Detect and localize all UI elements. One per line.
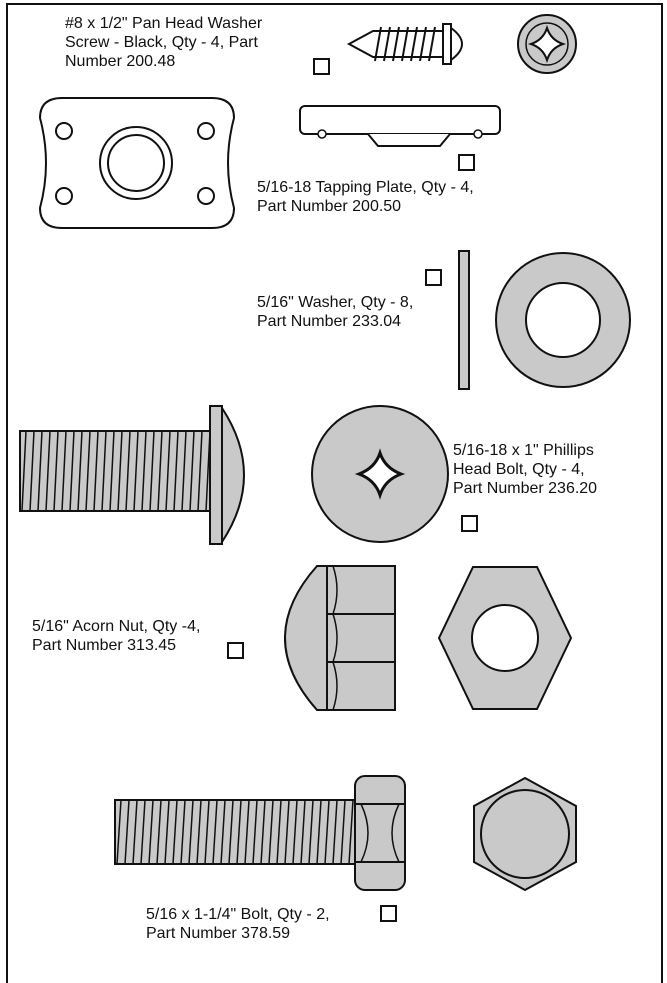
checkbox-200-48[interactable]	[313, 58, 330, 75]
checkbox-200-50[interactable]	[458, 154, 475, 171]
part-label-200-50: 5/16-18 Tapping Plate, Qty - 4, Part Num…	[257, 178, 474, 216]
part-label-line: Part Number 313.45	[32, 637, 177, 654]
part-label-line: 5/16" Acorn Nut, Qty -4,	[32, 618, 201, 635]
tapping-plate-top-icon	[38, 97, 236, 229]
part-label-line: Part Number 378.59	[146, 925, 291, 942]
washer-screw-side-icon	[346, 23, 463, 65]
part-label-313-45: 5/16" Acorn Nut, Qty -4, Part Number 313…	[32, 617, 200, 655]
checkbox-313-45[interactable]	[227, 642, 244, 659]
part-label-line: Part Number 233.04	[257, 313, 402, 330]
hex-bolt-side-icon	[114, 775, 406, 891]
part-label-line: 5/16 x 1-1/4" Bolt, Qty - 2,	[146, 906, 330, 923]
part-label-378-59: 5/16 x 1-1/4" Bolt, Qty - 2, Part Number…	[146, 905, 330, 943]
checkbox-236-20[interactable]	[461, 515, 478, 532]
washer-screw-head-icon	[517, 14, 577, 74]
hardware-sheet-frame	[6, 3, 663, 983]
part-label-line: Part Number 200.50	[257, 198, 402, 215]
part-label-236-20: 5/16-18 x 1" Phillips Head Bolt, Qty - 4…	[453, 441, 597, 498]
checkbox-233-04[interactable]	[425, 269, 442, 286]
part-label-line: 5/16-18 x 1" Phillips	[453, 442, 594, 459]
part-label-line: 5/16-18 Tapping Plate, Qty - 4,	[257, 179, 474, 196]
part-label-line: Number 200.48	[65, 53, 176, 70]
acorn-nut-face-icon	[437, 566, 573, 710]
part-label-200-48: #8 x 1/2" Pan Head Washer Screw - Black,…	[65, 14, 262, 71]
acorn-nut-side-icon	[284, 565, 396, 711]
part-label-line: Part Number 236.20	[453, 480, 598, 497]
tapping-plate-side-icon	[299, 105, 501, 147]
hex-bolt-head-icon	[473, 776, 577, 892]
checkbox-378-59[interactable]	[380, 905, 397, 922]
washer-face-icon	[495, 252, 631, 388]
part-label-233-04: 5/16" Washer, Qty - 8, Part Number 233.0…	[257, 293, 413, 331]
part-label-line: #8 x 1/2" Pan Head Washer	[65, 15, 263, 32]
part-label-line: Head Bolt, Qty - 4,	[453, 461, 585, 478]
part-label-line: 5/16" Washer, Qty - 8,	[257, 294, 414, 311]
washer-side-icon	[458, 250, 470, 390]
phillips-bolt-side-icon	[19, 404, 245, 546]
phillips-bolt-head-icon	[311, 405, 449, 543]
part-label-line: Screw - Black, Qty - 4, Part	[65, 34, 258, 51]
